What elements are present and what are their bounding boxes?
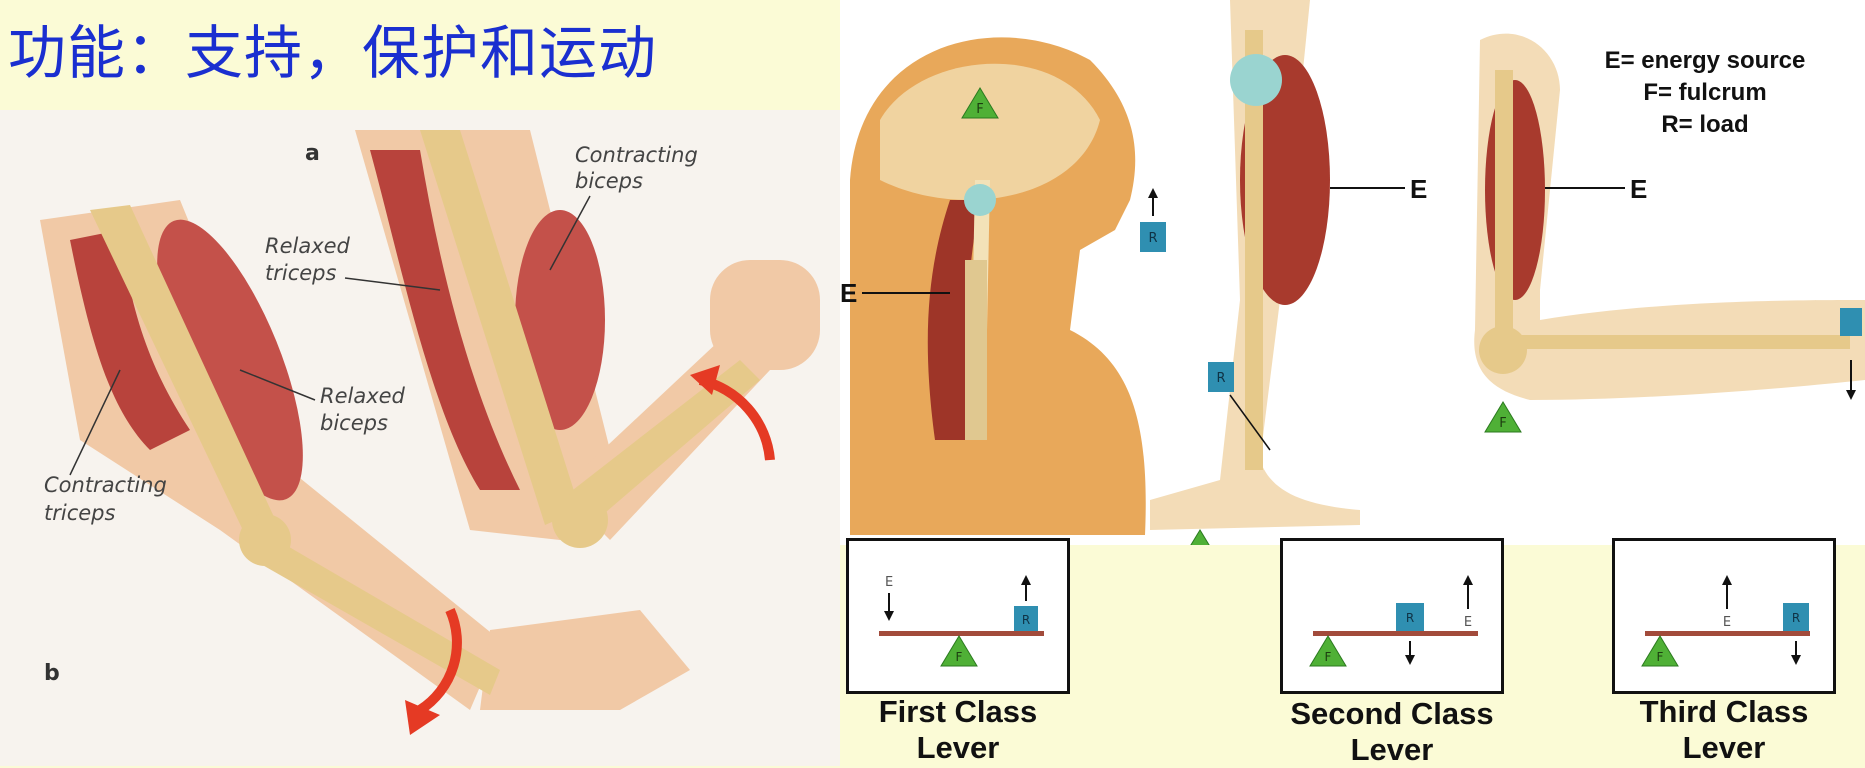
svg-text:F: F xyxy=(1325,650,1332,664)
svg-text:R: R xyxy=(1216,371,1225,386)
second-class-caption-line1: Second Class xyxy=(1272,696,1512,732)
page-title: 功能：支持，保护和运动 xyxy=(8,6,657,90)
svg-text:R: R xyxy=(1792,611,1800,625)
svg-text:E: E xyxy=(1464,615,1472,630)
third-class-lever-caption: Third Class Lever xyxy=(1604,694,1844,766)
svg-text:R: R xyxy=(1148,231,1157,246)
third-class-caption-line1: Third Class xyxy=(1604,694,1844,730)
legend-fulcrum: F= fulcrum xyxy=(1643,79,1766,106)
first-class-lever-diagram: F R E xyxy=(846,538,1070,694)
svg-text:E: E xyxy=(885,575,893,590)
svg-text:E: E xyxy=(1723,615,1731,630)
svg-text:F: F xyxy=(1657,650,1664,664)
first-class-caption-line1: First Class xyxy=(838,694,1078,730)
label-contracting-biceps-1: Contracting xyxy=(575,143,698,167)
second-class-lever-diagram: F R E xyxy=(1280,538,1504,694)
label-contracting-triceps-1: Contracting xyxy=(44,473,167,497)
label-contracting-triceps-2: triceps xyxy=(44,501,115,525)
svg-text:R: R xyxy=(1022,613,1030,627)
third-class-caption-line2: Lever xyxy=(1604,730,1844,766)
label-relaxed-triceps-1: Relaxed xyxy=(265,234,351,258)
first-class-lever-caption: First Class Lever xyxy=(838,694,1078,766)
legend-energy: E= energy source xyxy=(1605,47,1806,74)
svg-text:F: F xyxy=(1499,416,1506,431)
second-class-lever-caption: Second Class Lever xyxy=(1272,696,1512,768)
label-relaxed-biceps-2: biceps xyxy=(320,411,388,435)
label-b: b xyxy=(44,661,60,686)
legend-load: R= load xyxy=(1661,111,1748,138)
lever-anatomy-illustration: E= energy source F= fulcrum R= load E E … xyxy=(840,0,1865,545)
svg-text:F: F xyxy=(956,650,963,664)
label-a: a xyxy=(305,141,320,166)
svg-text:F: F xyxy=(976,102,983,117)
third-class-lever-diagram: F R E xyxy=(1612,538,1836,694)
arm-illustration: a b Contracting biceps Relaxed triceps R… xyxy=(0,110,840,766)
first-class-caption-line2: Lever xyxy=(838,730,1078,766)
arm-illustration-svg: a b Contracting biceps Relaxed triceps R… xyxy=(0,110,840,766)
label-relaxed-biceps-1: Relaxed xyxy=(320,384,406,408)
lever-anatomy-svg: E= energy source F= fulcrum R= load E E … xyxy=(840,0,1865,545)
svg-text:R: R xyxy=(1406,611,1414,625)
arm-energy-label: E xyxy=(1630,174,1647,204)
second-class-caption-line2: Lever xyxy=(1272,732,1512,768)
head-energy-label: E xyxy=(840,278,857,308)
leg-energy-label: E xyxy=(1410,174,1427,204)
label-relaxed-triceps-2: triceps xyxy=(265,261,336,285)
label-contracting-biceps-2: biceps xyxy=(575,169,643,193)
